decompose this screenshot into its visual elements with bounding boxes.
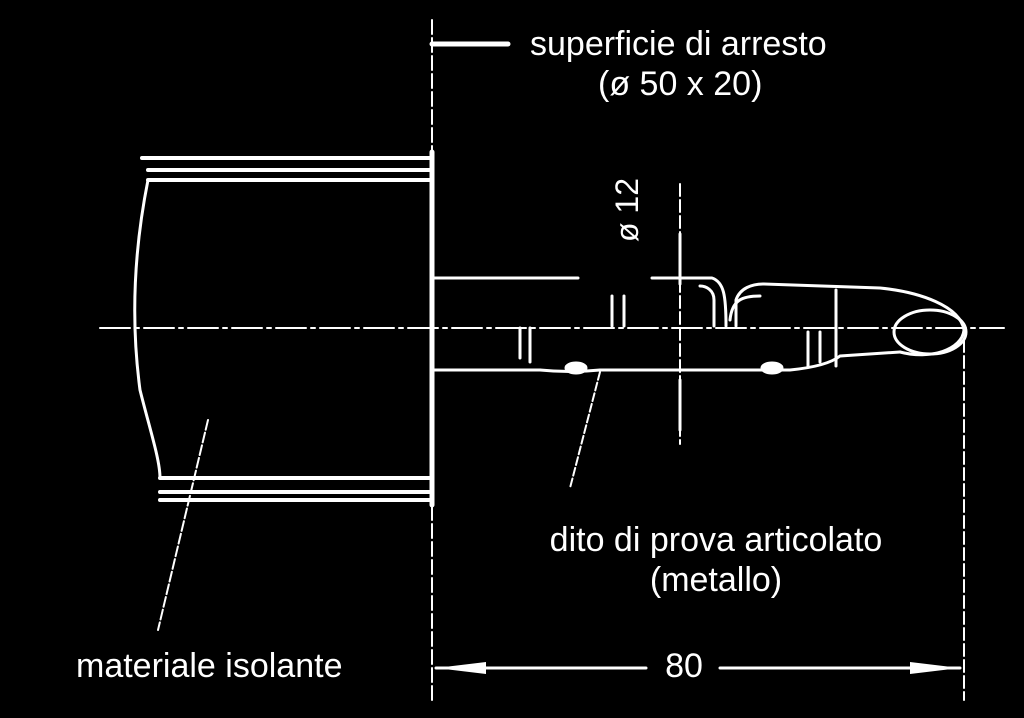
test-finger-outline [430, 276, 968, 375]
stop-surface-label: superficie di arresto [530, 25, 827, 63]
insulating-material-label: materiale isolante [76, 647, 343, 685]
insulating-handle [133, 149, 435, 508]
insulating-leader [157, 419, 209, 631]
test-finger-material-label: (metallo) [649, 561, 783, 599]
test-finger-leader [569, 371, 601, 489]
length-dimension-line [434, 339, 965, 701]
stop-surface-size-label: (ø 50 x 20) [598, 65, 763, 103]
length-dimension-value: 80 [665, 647, 703, 685]
finger-diameter-label: ø 12 [609, 177, 645, 243]
test-finger-label: dito di prova articolato [549, 521, 883, 559]
